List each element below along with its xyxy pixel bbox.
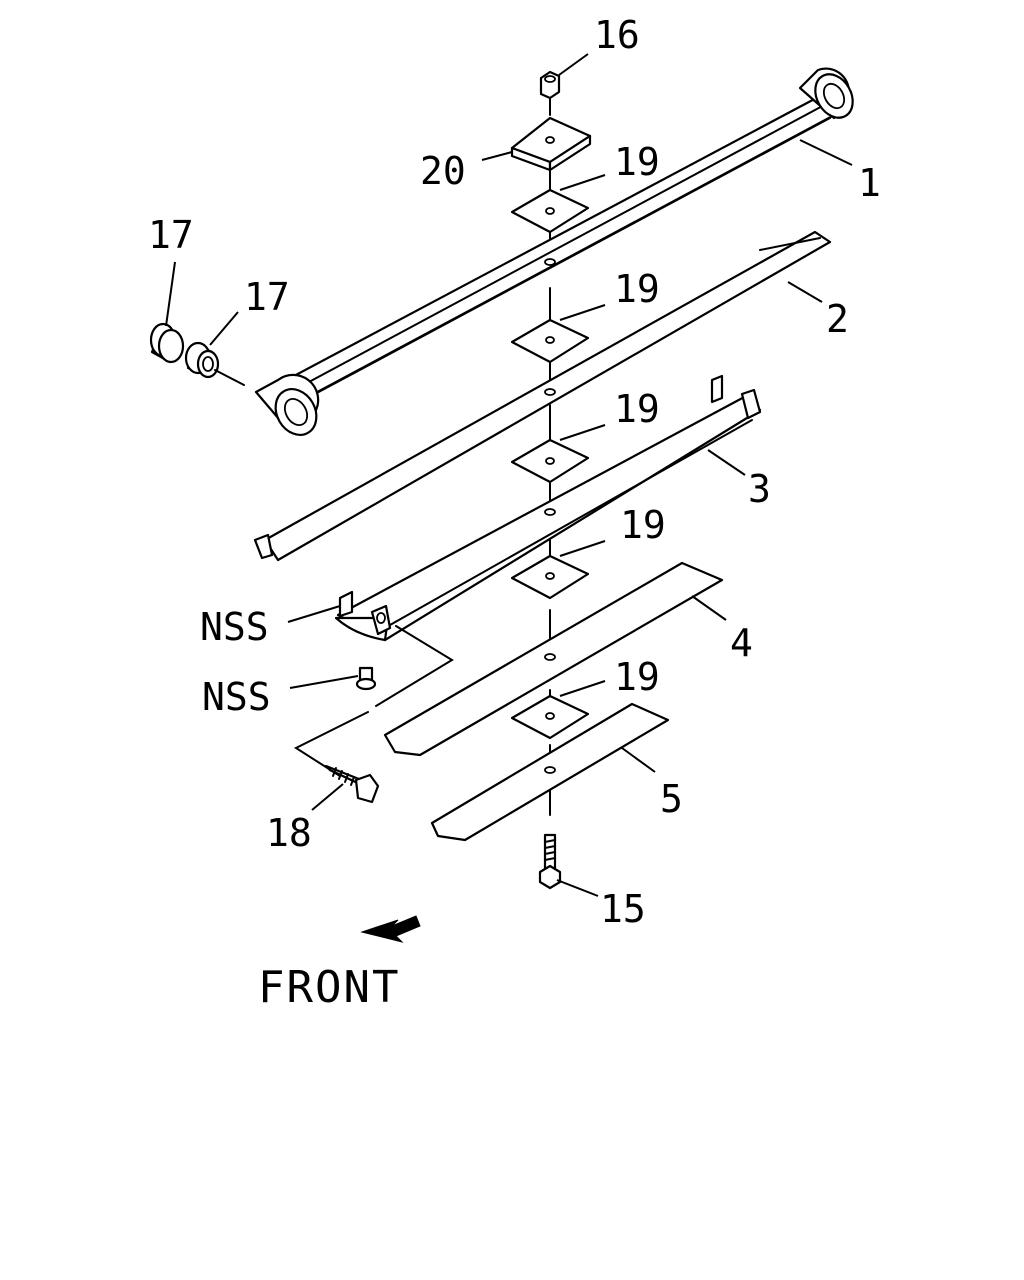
front-arrow-icon bbox=[360, 915, 421, 943]
callout-nss-lower: NSS bbox=[202, 675, 271, 719]
leader-lines bbox=[165, 53, 853, 897]
front-direction-label: FRONT bbox=[258, 962, 400, 1013]
callout-18: 18 bbox=[266, 811, 312, 855]
callout-19-5: 19 bbox=[614, 655, 660, 699]
center-bolt-part-15 bbox=[538, 833, 562, 890]
bushings-part-17 bbox=[149, 322, 245, 386]
second-leaf-part-2 bbox=[253, 230, 832, 562]
main-leaf-part-1 bbox=[254, 67, 854, 436]
nut-part-16 bbox=[539, 70, 561, 100]
fifth-leaf-part-5 bbox=[430, 702, 670, 842]
callout-nss-upper: NSS bbox=[200, 605, 269, 649]
plate-part-20 bbox=[510, 116, 592, 172]
callout-17-left: 17 bbox=[148, 213, 194, 257]
callout-5: 5 bbox=[660, 777, 683, 821]
callout-17-right: 17 bbox=[244, 275, 290, 319]
callout-19-3: 19 bbox=[614, 387, 660, 431]
callout-19-4: 19 bbox=[620, 503, 666, 547]
callout-2: 2 bbox=[826, 297, 849, 341]
callout-19-1: 19 bbox=[614, 140, 660, 184]
callout-labels: 1 2 3 4 5 15 16 17 17 18 19 19 19 19 19 … bbox=[145, 10, 884, 934]
callout-4: 4 bbox=[730, 621, 753, 665]
third-leaf-part-3 bbox=[334, 374, 762, 642]
callout-16: 16 bbox=[594, 13, 640, 57]
fourth-leaf-part-4 bbox=[383, 561, 724, 757]
callout-20: 20 bbox=[420, 149, 466, 193]
spacer-plates-part-19 bbox=[510, 188, 590, 740]
callout-1: 1 bbox=[858, 161, 881, 205]
nss-bolt bbox=[355, 666, 377, 691]
callout-19-2: 19 bbox=[614, 267, 660, 311]
callout-15: 15 bbox=[600, 887, 646, 931]
bolt-part-18 bbox=[293, 625, 454, 804]
callout-3: 3 bbox=[748, 467, 771, 511]
